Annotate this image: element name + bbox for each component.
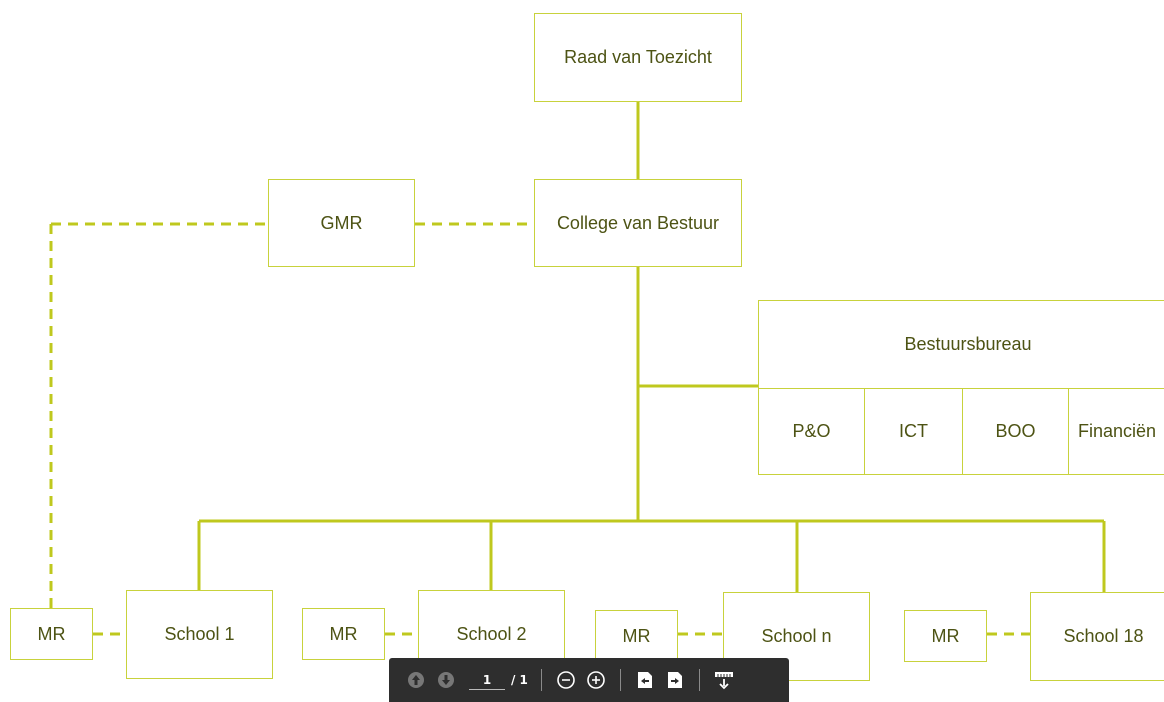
department-financien: Financiën [1068,388,1164,475]
rotate-left-icon [637,672,652,688]
next-page-icon [438,672,454,688]
zoom-out-button[interactable] [555,669,577,691]
zoom-in-icon [587,671,605,689]
department-ict: ICT [864,388,963,475]
previous-page-button[interactable] [405,669,427,691]
previous-page-icon [408,672,424,688]
zoom-out-icon [557,671,575,689]
department-boo: BOO [962,388,1069,475]
rotate-right-button[interactable] [664,669,686,691]
zoom-in-button[interactable] [585,669,607,691]
raad-van-toezicht-box: Raad van Toezicht [534,13,742,102]
page-total: / 1 [511,673,528,687]
college-van-bestuur-box: College van Bestuur [534,179,742,267]
next-page-button[interactable] [435,669,457,691]
toolbar-divider [698,669,700,691]
download-button[interactable] [713,669,735,691]
pdf-toolbar: 1 / 1 [389,658,789,702]
rotate-left-button[interactable] [634,669,656,691]
mr-box-3: MR [595,610,678,662]
mr-box-4: MR [904,610,987,662]
department-po: P&O [758,388,865,475]
toolbar-divider [619,669,621,691]
school-18-box: School 18 [1030,592,1164,681]
school-1-box: School 1 [126,590,273,679]
page-number-input[interactable]: 1 [469,671,505,690]
mr-box-1: MR [10,608,93,660]
bestuursbureau-title: Bestuursbureau [758,300,1164,389]
rotate-right-icon [667,672,682,688]
mr-box-2: MR [302,608,385,660]
download-icon [714,672,733,690]
gmr-box: GMR [268,179,415,267]
toolbar-divider [540,669,542,691]
department-financien-label: Financiën [1078,421,1157,441]
